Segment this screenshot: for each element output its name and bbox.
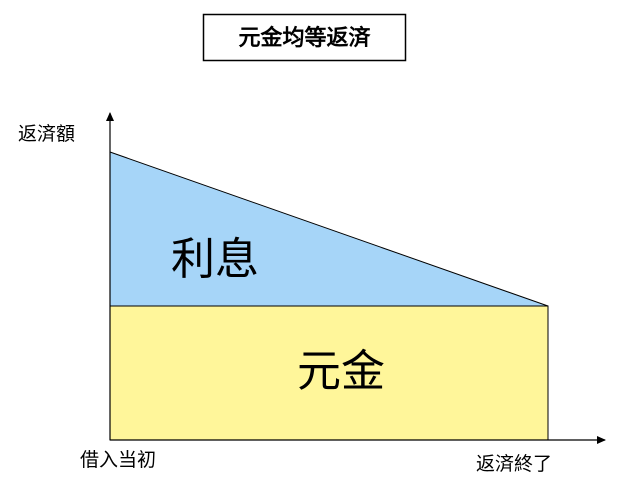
x-start-label: 借入当初 — [80, 449, 156, 471]
principal-area — [109, 305, 549, 441]
x-end-label: 返済終了 — [476, 453, 552, 475]
title-text: 元金均等返済 — [238, 25, 371, 51]
interest-label: 利息 — [171, 234, 259, 285]
title-box: 元金均等返済 — [202, 13, 407, 62]
y-axis-label: 返済額 — [18, 123, 75, 145]
principal-label: 元金 — [297, 346, 385, 397]
